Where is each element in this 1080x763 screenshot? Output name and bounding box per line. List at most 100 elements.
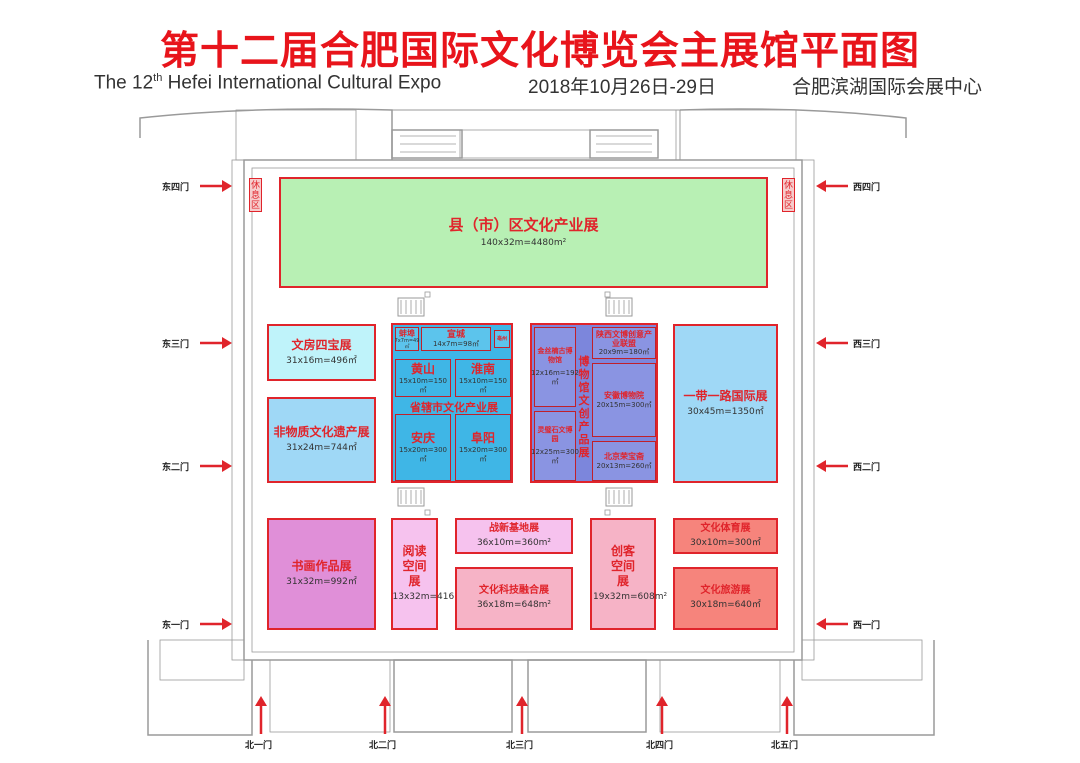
zone-provincial-cities-name: 省辖市文化产业展 <box>410 401 498 414</box>
venue-name: 合肥滨湖国际会展中心 <box>792 77 983 98</box>
north-stair-left <box>391 129 463 159</box>
north-center-wing <box>392 109 681 160</box>
north-stair-right <box>589 129 659 159</box>
booth-lingbi-stone[interactable]: 灵璧石文博园 12x25m=300㎡ <box>531 411 580 481</box>
booth-huangshan[interactable]: 黄山 15x10m=150㎡ <box>395 359 451 397</box>
gate-west-3: 西三门 <box>853 340 881 350</box>
booth-xuancheng-size: 14x7m=98㎡ <box>432 339 480 348</box>
zone-maker-space-name: 创客空间展 <box>610 544 635 588</box>
zone-intangible-heritage-size: 31x24m=744㎡ <box>286 443 357 453</box>
booth-bozhou[interactable]: 亳州 <box>494 330 510 348</box>
booth-beijing-rongbaozhai[interactable]: 北京荣宝斋 20x13m=260㎡ <box>592 441 656 481</box>
booth-huangshan-size: 15x10m=150㎡ <box>398 376 447 394</box>
zone-belt-and-road[interactable]: 一带一路国际展 30x45m=1350㎡ <box>673 324 778 483</box>
zone-strategic-base-size: 36x10m=360m² <box>476 537 552 548</box>
booth-lingbi-stone-name: 灵璧石文博园 <box>537 426 573 443</box>
booth-anqing-name: 安庆 <box>410 431 435 445</box>
zone-strategic-base-name: 战新基地展 <box>489 522 539 534</box>
zone-tech-fusion-name: 文化科技融合展 <box>479 585 549 596</box>
gate-west-2: 西二门 <box>853 463 881 473</box>
gate-north-2: 北二门 <box>369 741 397 751</box>
booth-xuancheng[interactable]: 宣城 14x7m=98㎡ <box>421 327 491 351</box>
zone-county-culture-size: 140x32m=4480m² <box>480 238 567 248</box>
booth-jinsinan[interactable]: 金丝楠古博物馆 12x16m=192㎡ <box>531 327 580 407</box>
booth-bengbu[interactable]: 蚌埠 7x7m=49㎡ <box>395 327 419 351</box>
zone-intangible-heritage-name: 非物质文化遗产展 <box>273 425 370 439</box>
zone-culture-sports[interactable]: 文化体育展 30x10m=300㎡ <box>673 518 778 554</box>
booth-fuyang[interactable]: 阜阳 15x20m=300㎡ <box>455 414 511 481</box>
gate-north-1: 北一门 <box>245 741 273 751</box>
page-title: 第十二届合肥国际文化博览会主展馆平面图 <box>159 29 920 74</box>
zone-county-culture-name: 县（市）区文化产业展 <box>448 216 599 234</box>
zone-four-treasures[interactable]: 文房四宝展 31x16m=496㎡ <box>267 324 376 381</box>
rest-area-east: 休息区 <box>782 178 795 212</box>
gate-west-4: 西四门 <box>853 183 881 193</box>
zone-four-treasures-name: 文房四宝展 <box>291 337 352 352</box>
zone-county-culture[interactable]: 县（市）区文化产业展 140x32m=4480m² <box>279 177 768 288</box>
subtitle-english: The 12th Hefei International Cultural Ex… <box>94 72 442 94</box>
zone-tech-fusion-size: 36x18m=648m² <box>476 600 552 610</box>
booth-shaanxi-name: 陕西文博创意产业联盟 <box>596 329 652 348</box>
south-center-right <box>527 659 647 733</box>
booth-huainan-size: 15x10m=150㎡ <box>458 376 507 394</box>
booth-huainan[interactable]: 淮南 15x10m=150㎡ <box>455 359 511 397</box>
zone-culture-tourism[interactable]: 文化旅游展 30x18m=640㎡ <box>673 567 778 630</box>
zone-reading-space-name: 阅读空间展 <box>402 544 427 588</box>
booth-jinsinan-size: 12x16m=192㎡ <box>531 369 580 386</box>
booth-anhui-museum[interactable]: 安徽博物院 20x15m=300㎡ <box>592 363 656 437</box>
zone-belt-and-road-name: 一带一路国际展 <box>683 388 768 403</box>
gate-north-5: 北五门 <box>771 741 799 751</box>
booth-anhui-museum-name: 安徽博物院 <box>604 390 644 400</box>
zone-museum-creative-name: 博物馆文创产品展 <box>578 355 590 459</box>
booth-anqing[interactable]: 安庆 15x20m=300㎡ <box>395 414 451 481</box>
booth-fuyang-name: 阜阳 <box>470 431 495 445</box>
booth-bengbu-size: 7x7m=49㎡ <box>394 337 420 350</box>
booth-beijing-rongbaozhai-size: 20x13m=260㎡ <box>596 461 652 470</box>
booth-shaanxi-size: 20x9m=180㎡ <box>598 347 650 356</box>
south-east-wing <box>793 640 935 736</box>
zone-calligraphy-painting-name: 书画作品展 <box>291 559 352 573</box>
booth-lingbi-stone-size: 12x25m=300㎡ <box>531 448 580 465</box>
zone-culture-sports-name: 文化体育展 <box>700 522 751 534</box>
north-west-wing <box>139 108 393 160</box>
zone-calligraphy-painting-size: 31x32m=992㎡ <box>286 577 357 587</box>
zone-culture-tourism-name: 文化旅游展 <box>700 585 751 596</box>
south-west-wing <box>147 640 253 736</box>
zone-maker-space[interactable]: 创客空间展 19x32m=608m² <box>590 518 667 630</box>
booth-fuyang-size: 15x20m=300㎡ <box>458 446 507 463</box>
booth-bengbu-name: 蚌埠 <box>399 328 415 338</box>
gate-east-1: 东一门 <box>162 621 190 631</box>
zone-reading-space-size: 13x32m=416m² <box>392 592 467 602</box>
zone-culture-tourism-size: 30x18m=640㎡ <box>690 600 761 610</box>
zone-belt-and-road-size: 30x45m=1350㎡ <box>687 406 764 417</box>
zone-provincial-cities[interactable]: 蚌埠 7x7m=49㎡ 宣城 14x7m=98㎡ 亳州 黄山 15x10m=15… <box>391 323 513 483</box>
zone-culture-sports-size: 30x10m=300㎡ <box>690 537 761 548</box>
north-east-wing <box>679 108 907 138</box>
gate-north-3: 北三门 <box>506 741 534 751</box>
booth-anqing-size: 15x20m=300㎡ <box>398 446 447 463</box>
booth-bozhou-name: 亳州 <box>496 336 507 342</box>
gate-east-4: 东四门 <box>162 183 190 193</box>
booth-xuancheng-name: 宣城 <box>446 329 465 340</box>
zone-four-treasures-size: 31x16m=496㎡ <box>286 355 357 366</box>
zone-strategic-base[interactable]: 战新基地展 36x10m=360m² <box>455 518 573 554</box>
zone-calligraphy-painting[interactable]: 书画作品展 31x32m=992㎡ <box>267 518 376 630</box>
gate-east-2: 东二门 <box>162 463 190 473</box>
gate-east-3: 东三门 <box>162 340 190 350</box>
gate-west-1: 西一门 <box>853 621 881 631</box>
booth-beijing-rongbaozhai-name: 北京荣宝斋 <box>604 451 644 461</box>
booth-huainan-name: 淮南 <box>470 361 495 376</box>
booth-huangshan-name: 黄山 <box>410 361 435 376</box>
booth-shaanxi[interactable]: 陕西文博创意产业联盟 20x9m=180㎡ <box>592 327 656 359</box>
gate-north-4: 北四门 <box>646 741 674 751</box>
south-center-left <box>393 659 513 733</box>
zone-reading-space[interactable]: 阅读空间展 13x32m=416m² <box>391 518 467 630</box>
booth-jinsinan-name: 金丝楠古博物馆 <box>537 347 573 364</box>
zone-museum-creative[interactable]: 金丝楠古博物馆 12x16m=192㎡ 博物馆文创产品展 陕西文博创意产业联盟 … <box>530 323 658 483</box>
rest-area-west: 休息区 <box>249 178 262 212</box>
zone-tech-fusion[interactable]: 文化科技融合展 36x18m=648m² <box>455 567 573 630</box>
hall-inner-wall <box>251 167 795 653</box>
zone-intangible-heritage[interactable]: 非物质文化遗产展 31x24m=744㎡ <box>267 397 376 483</box>
booth-anhui-museum-size: 20x15m=300㎡ <box>596 400 652 409</box>
